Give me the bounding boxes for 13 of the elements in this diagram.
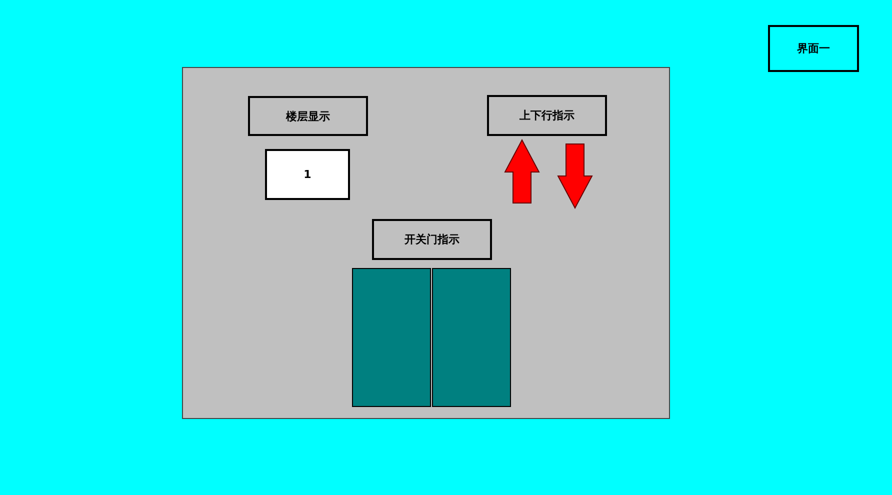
floor-number: 1 xyxy=(304,168,312,181)
label-text: 界面一 xyxy=(797,41,830,56)
label-text: 上下行指示 xyxy=(520,108,574,123)
door-panel xyxy=(352,268,431,407)
label-box xyxy=(248,96,368,136)
label-text: 开关门指示 xyxy=(404,232,460,247)
label-box xyxy=(768,25,859,72)
label-text: 楼层显示 xyxy=(286,108,330,124)
screen-panel xyxy=(182,67,670,419)
floor-display xyxy=(265,149,350,200)
label-box xyxy=(487,95,607,136)
door-panel xyxy=(432,268,511,407)
label-box xyxy=(372,219,492,260)
